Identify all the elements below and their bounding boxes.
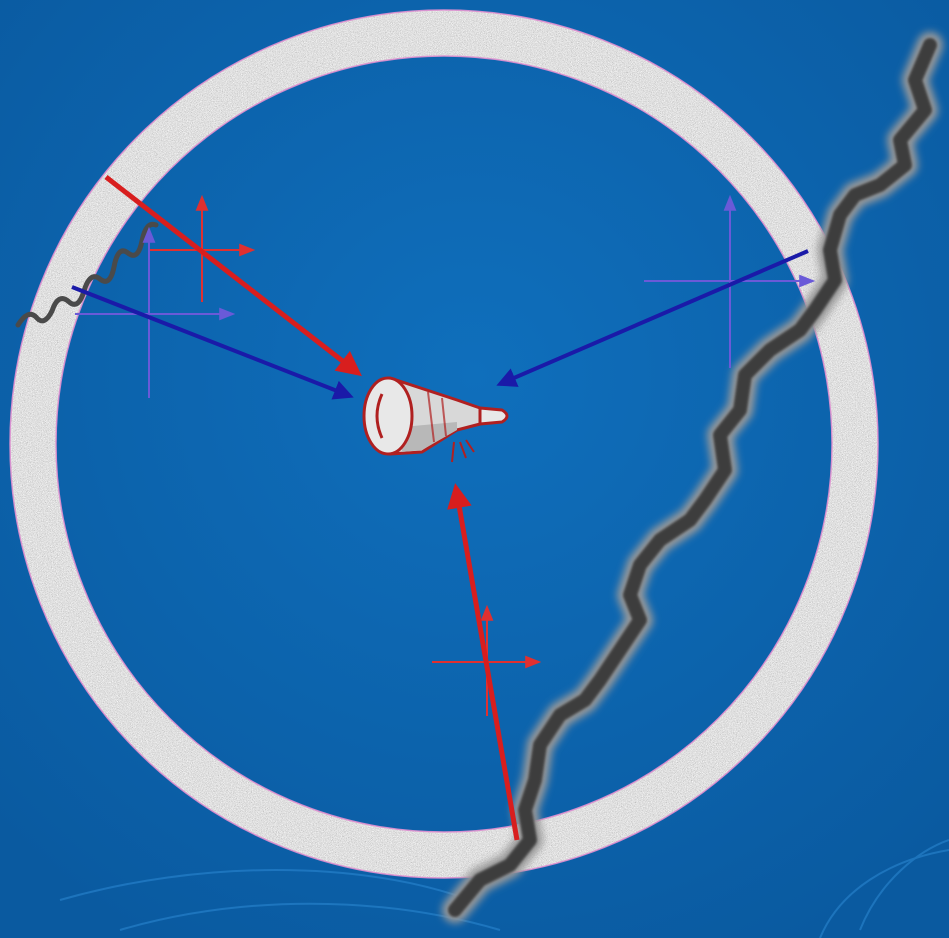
diagram-canvas (0, 0, 949, 938)
diagram-stage (0, 0, 949, 938)
grainy-ring (0, 0, 949, 938)
